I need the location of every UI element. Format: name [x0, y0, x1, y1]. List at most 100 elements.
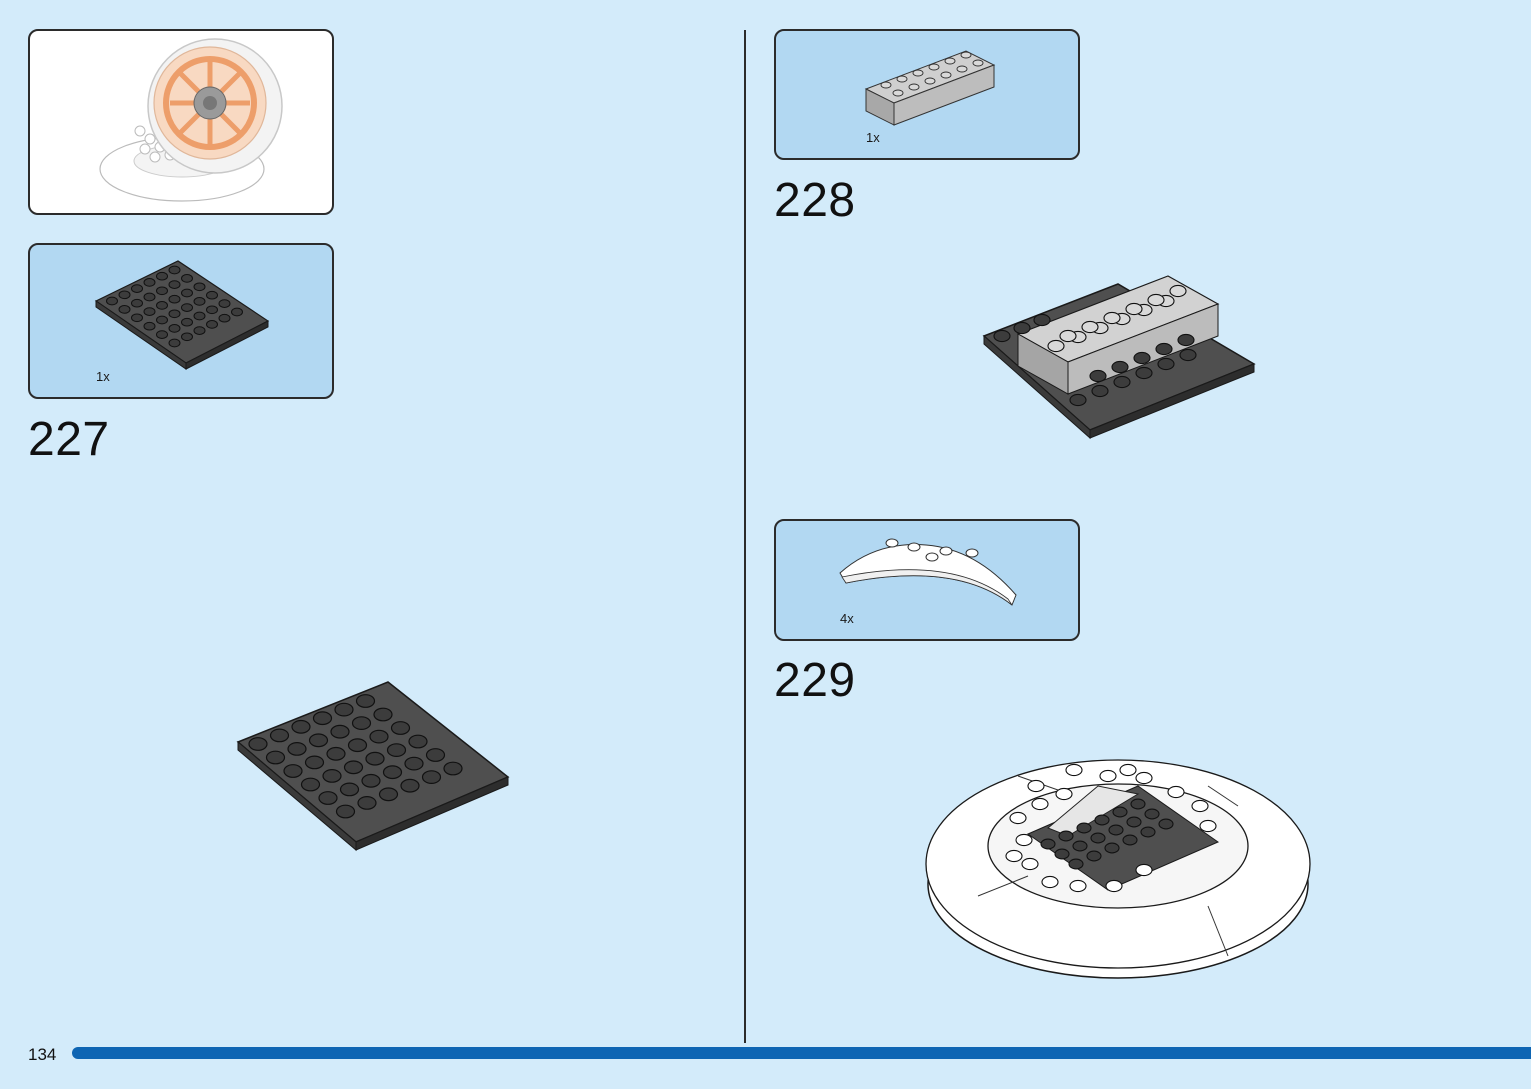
stud — [1091, 384, 1109, 398]
stud — [326, 746, 346, 761]
stud — [365, 751, 385, 766]
stud — [143, 278, 156, 287]
stud — [193, 282, 206, 292]
stud — [421, 770, 442, 784]
stud — [378, 787, 399, 802]
step-228-parts-callout: 1x — [774, 29, 1080, 160]
stud — [143, 292, 156, 302]
stud — [118, 305, 131, 314]
stud — [168, 265, 181, 275]
stud — [1169, 284, 1187, 298]
stud — [1105, 879, 1123, 893]
stud — [1104, 842, 1120, 854]
stud — [168, 324, 181, 333]
stud — [156, 301, 168, 310]
stud — [1090, 832, 1106, 844]
stud — [343, 760, 364, 775]
stud — [168, 294, 181, 304]
stud — [355, 694, 376, 708]
stud — [404, 756, 424, 771]
stud — [1177, 333, 1195, 347]
stud — [168, 309, 181, 319]
light-gray-brick-icon — [864, 50, 996, 126]
stud — [1094, 814, 1110, 826]
step-229-part-qty: 4x — [840, 611, 854, 626]
stud — [1144, 808, 1160, 820]
step-227-parts-callout: 1x — [28, 243, 334, 399]
stud — [1135, 771, 1153, 785]
stud — [1081, 320, 1099, 334]
stud — [218, 299, 231, 308]
stud — [206, 305, 218, 315]
stud — [1135, 366, 1153, 380]
stud — [143, 307, 156, 316]
stud — [443, 761, 463, 776]
stud — [231, 307, 243, 317]
stud — [106, 296, 118, 306]
stud — [335, 804, 356, 819]
stud — [373, 707, 393, 722]
stud — [143, 321, 156, 331]
stud — [193, 297, 206, 306]
stud — [386, 743, 407, 757]
stud — [118, 290, 131, 300]
step-229-number: 229 — [774, 654, 856, 707]
step-228-part-qty: 1x — [866, 130, 880, 145]
stud — [1072, 840, 1088, 852]
stud — [347, 738, 368, 753]
stud — [425, 748, 446, 762]
stud — [193, 311, 206, 321]
page-number: 134 — [28, 1045, 57, 1064]
stud — [181, 332, 193, 342]
stud — [308, 733, 329, 748]
stud — [1054, 848, 1070, 860]
stud — [156, 271, 168, 281]
stud — [291, 719, 311, 734]
stud — [382, 765, 403, 780]
stud — [1055, 787, 1073, 801]
white-curved-plate-icon — [839, 538, 1017, 606]
stud — [1033, 313, 1051, 327]
stud — [168, 280, 181, 289]
stud — [1140, 826, 1156, 838]
stud — [322, 768, 342, 783]
stud — [1126, 816, 1142, 828]
stud — [168, 338, 181, 348]
stud — [181, 288, 193, 298]
stud — [318, 791, 338, 805]
stud — [400, 778, 420, 793]
stud — [300, 777, 321, 792]
stud — [1130, 798, 1146, 810]
stud — [1108, 824, 1124, 836]
stud — [1009, 811, 1027, 825]
stud — [1179, 348, 1197, 362]
stud — [1040, 838, 1056, 850]
dark-gray-plate-icon — [94, 260, 270, 370]
overview-thumbnail — [28, 29, 334, 215]
stud — [1147, 293, 1165, 307]
stud — [1027, 779, 1045, 793]
stud — [1065, 763, 1083, 777]
stud — [1158, 818, 1174, 830]
stud — [265, 750, 286, 765]
stud — [1015, 833, 1033, 847]
stud — [1068, 858, 1084, 870]
stud — [218, 313, 231, 323]
stud — [131, 298, 143, 308]
stud — [1069, 879, 1087, 893]
step-228-number: 228 — [774, 174, 856, 227]
stud — [1122, 834, 1138, 846]
stud — [1013, 321, 1031, 335]
stud — [1059, 329, 1077, 343]
step-227-assembly-diagram — [236, 681, 510, 852]
stud — [361, 773, 381, 788]
stud — [339, 782, 360, 797]
stud — [248, 737, 268, 751]
stud — [993, 329, 1011, 343]
stud — [330, 724, 350, 739]
completed-model-preview-icon — [99, 38, 283, 202]
stud — [156, 286, 168, 296]
stud — [287, 741, 307, 756]
stud — [1133, 351, 1151, 365]
page-divider — [744, 30, 746, 1043]
